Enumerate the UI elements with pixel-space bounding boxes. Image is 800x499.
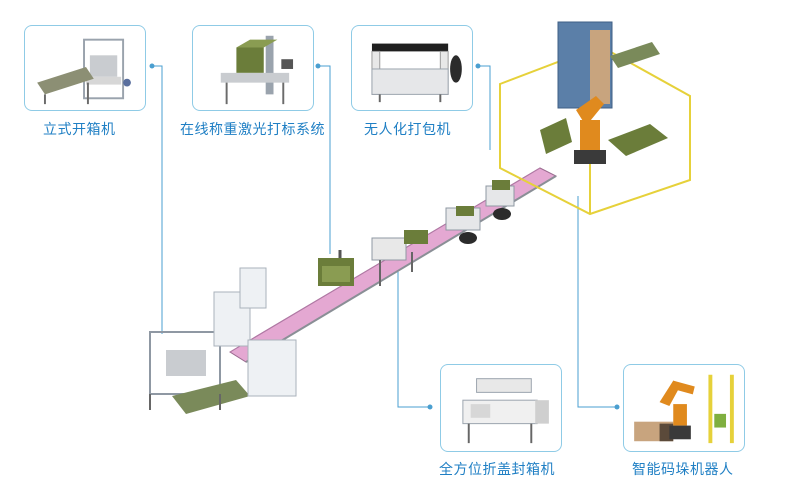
case-erector-illustration [37, 38, 131, 105]
sealer-label: 全方位折盖封箱机 [439, 462, 555, 478]
leader-sealer [397, 250, 430, 408]
yarn-cone-racks [213, 267, 297, 397]
sealer-card [440, 364, 562, 452]
leader-weighing [318, 65, 331, 254]
line-strapping-machines [445, 180, 515, 244]
case-sealer-illustration [462, 378, 549, 444]
erector-card [24, 25, 146, 111]
palletizer-card [623, 364, 745, 452]
strapping-card [351, 25, 473, 111]
erector-label: 立式开箱机 [43, 122, 116, 138]
weighing-marking-illustration [220, 35, 294, 105]
weighing-label: 在线称重激光打标系统 [180, 122, 325, 138]
leader-strapping [478, 65, 491, 150]
strapping-label: 无人化打包机 [364, 122, 451, 138]
strapping-machine-illustration [371, 43, 462, 103]
leader-palletizer [577, 196, 617, 408]
palletizing-robot-illustration [634, 374, 734, 444]
line-case-erector [149, 331, 250, 414]
line-weighing-station [318, 250, 354, 286]
leader-erector [152, 65, 163, 334]
palletizing-cell [499, 21, 691, 216]
line-case-sealer [371, 230, 428, 286]
weighing-card [192, 25, 314, 111]
palletizer-label: 智能码垛机器人 [632, 462, 734, 478]
leader-dots [149, 63, 620, 410]
leader-lines [152, 65, 617, 408]
